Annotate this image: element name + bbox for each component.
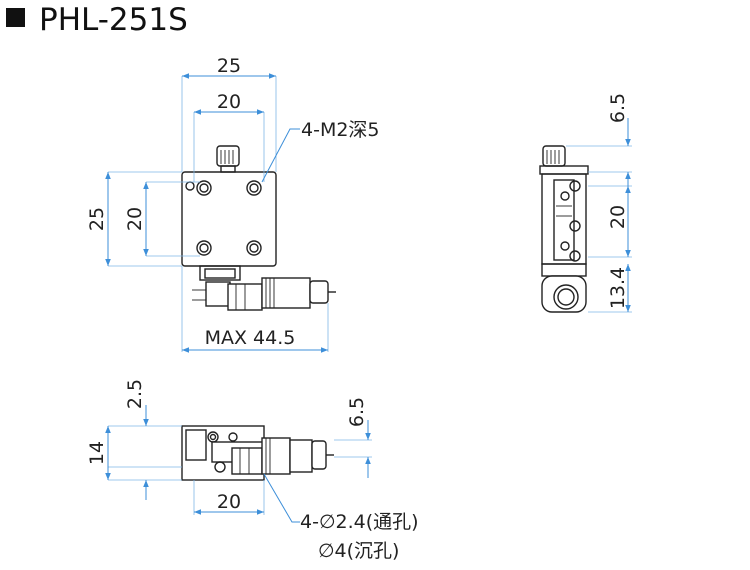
dim-top-height-inner: 20 [124,207,146,231]
tapped-hole [196,180,212,196]
tapped-hole [246,240,262,256]
dim-front-offset: 6.5 [346,397,368,427]
dim-front-through-hole: 4-∅2.4(通孔) [300,511,419,533]
dim-top-height-outer: 25 [86,207,108,231]
dim-front-top-gap: 2.5 [124,379,146,409]
dim-side-micrometer: 13.4 [607,267,629,309]
title-square-bullet [6,8,25,27]
title-text: PHL-251S [39,2,188,38]
tapped-hole [196,240,212,256]
dim-top-tap: 4-M2深5 [301,119,380,141]
dim-front-counterbore: ∅4(沉孔) [318,540,399,562]
front-view: 2.5 14 6.5 20 4-∅2.4(通孔) ∅4(沉孔) [86,379,419,562]
tapped-hole [246,180,262,196]
dim-front-hole-pitch: 20 [217,491,241,513]
dim-front-height: 14 [86,441,108,465]
page-title: PHL-251S [6,2,188,38]
side-view: 6.5 20 13.4 [539,93,632,313]
dim-top-max-length: MAX 44.5 [205,327,296,349]
dim-side-top-offset: 6.5 [607,93,629,123]
dim-top-width-outer: 25 [217,55,241,77]
top-view: 25 20 4-M2深5 25 20 MAX 44.5 [86,55,380,353]
dim-side-hole-pitch: 20 [607,205,629,229]
dim-top-width-inner: 20 [217,91,241,113]
